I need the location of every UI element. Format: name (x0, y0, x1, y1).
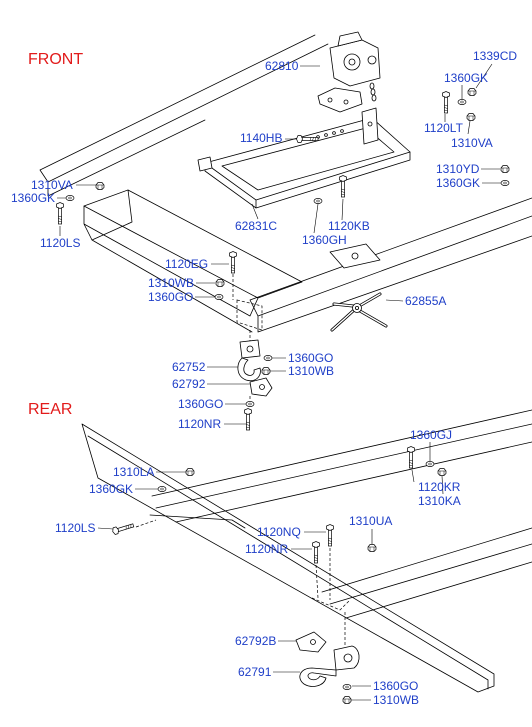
part-label-1310va: 1310VA (31, 178, 73, 192)
nut-1310ka (437, 468, 447, 476)
washer-1360gk-rear (157, 486, 167, 492)
washer-1360gk-right (500, 180, 510, 186)
part-label-1310wb: 1310WB (288, 364, 334, 378)
washer-1360go-rear (342, 684, 352, 690)
washer-1360gk-left (65, 195, 75, 201)
part-label-1360go: 1360GO (148, 290, 193, 304)
washer-1360gk (457, 99, 467, 105)
nut-1310la (185, 468, 195, 476)
spare-tire-carrier (317, 31, 381, 113)
nut-1310ua (367, 544, 377, 552)
part-label-1120nr: 1120NR (245, 542, 288, 556)
nut-1310wb-hook (261, 367, 271, 375)
part-label-1120kb: 1120KB (328, 219, 370, 233)
nut-1310wb-front (215, 279, 225, 287)
part-label-1360gk: 1360GK (89, 482, 133, 496)
cross-spider-62855a (330, 292, 388, 332)
washer-1360gh (313, 198, 323, 204)
washer-1360gj (425, 461, 435, 467)
rear-back-rail (151, 409, 532, 523)
part-label-62752: 62752 (172, 360, 206, 374)
part-label-1310yd: 1310YD (436, 162, 480, 176)
part-label-1310ka: 1310KA (418, 494, 461, 508)
part-label-62792b: 62792B (235, 634, 276, 648)
washer-1360go-hook (263, 355, 273, 361)
part-label-1120ls: 1120LS (40, 236, 80, 250)
part-label-62792: 62792 (172, 377, 206, 391)
part-label-1310va: 1310VA (451, 136, 493, 150)
part-label-1120kr: 1120KR (418, 480, 461, 494)
part-label-1310la: 1310LA (113, 465, 154, 479)
part-label-1360gh: 1360GH (302, 233, 347, 247)
nut-1310yd (500, 165, 510, 173)
part-label-1360gj: 1360GJ (410, 428, 452, 442)
part-label-1310wb: 1310WB (148, 276, 194, 290)
front-left-side-rail (39, 34, 329, 197)
part-label-1360go: 1360GO (288, 351, 333, 365)
washer-1360go-lower (245, 401, 255, 407)
bolt-1120nr-front (244, 408, 252, 431)
nut-1339cd (467, 88, 477, 96)
bolt-1120nr-rear (312, 541, 320, 564)
part-label-1120lt: 1120LT (424, 121, 464, 135)
bolt-1120kb (339, 175, 347, 198)
front-tow-hook-assembly (232, 274, 273, 431)
rail-bracket-plate (329, 243, 381, 269)
part-label-1310ua: 1310UA (349, 514, 392, 528)
part-label-1120ls: 1120LS (55, 521, 95, 535)
part-label-62855a: 62855A (405, 294, 446, 308)
bolt-1120lt (442, 91, 450, 114)
section-title-front: FRONT (28, 51, 83, 68)
bolt-1120kr (407, 446, 415, 469)
part-label-1360gk: 1360GK (11, 191, 55, 205)
part-label-1360gk: 1360GK (436, 176, 480, 190)
rear-fasteners (111, 446, 447, 646)
nut-1310va-left (95, 182, 105, 190)
rear-frame (81, 409, 532, 693)
part-label-1339cd: 1339CD (473, 49, 517, 63)
part-label-1360go: 1360GO (178, 397, 223, 411)
bolt-1120ls-front (56, 202, 64, 225)
part-label-62791: 62791 (238, 665, 272, 679)
front-frame (39, 34, 532, 333)
part-label-1360go: 1360GO (373, 679, 418, 693)
part-label-1120nr: 1120NR (178, 417, 221, 431)
part-label-1120nq: 1120NQ (257, 525, 301, 539)
part-label-1120eg: 1120EG (165, 257, 208, 271)
part-label-1140hb: 1140HB (240, 131, 282, 145)
rear-tow-hook-assembly (295, 631, 360, 704)
part-label-1310wb: 1310WB (373, 693, 419, 707)
bolt-1120ls-rear (111, 521, 135, 536)
rear-side-rail (81, 423, 495, 693)
rear-junction (149, 514, 246, 529)
rear-crossmember (321, 527, 532, 619)
part-label-62810: 62810 (265, 59, 299, 73)
nut-1310va (466, 113, 476, 121)
part-label-62831c: 62831C (235, 219, 277, 233)
section-title-rear: REAR (28, 401, 72, 418)
washer-1360go-front (214, 294, 224, 300)
nut-1310wb-rear (342, 696, 352, 704)
part-label-1360gk: 1360GK (444, 71, 488, 85)
bolt-1120nq (326, 524, 334, 547)
carrier-mounting-bracket (197, 107, 411, 209)
leader-lines (57, 63, 501, 701)
front-crossmember-side (83, 189, 259, 333)
front-crossmember-top (83, 189, 303, 299)
front-right-side-rail (249, 197, 532, 333)
